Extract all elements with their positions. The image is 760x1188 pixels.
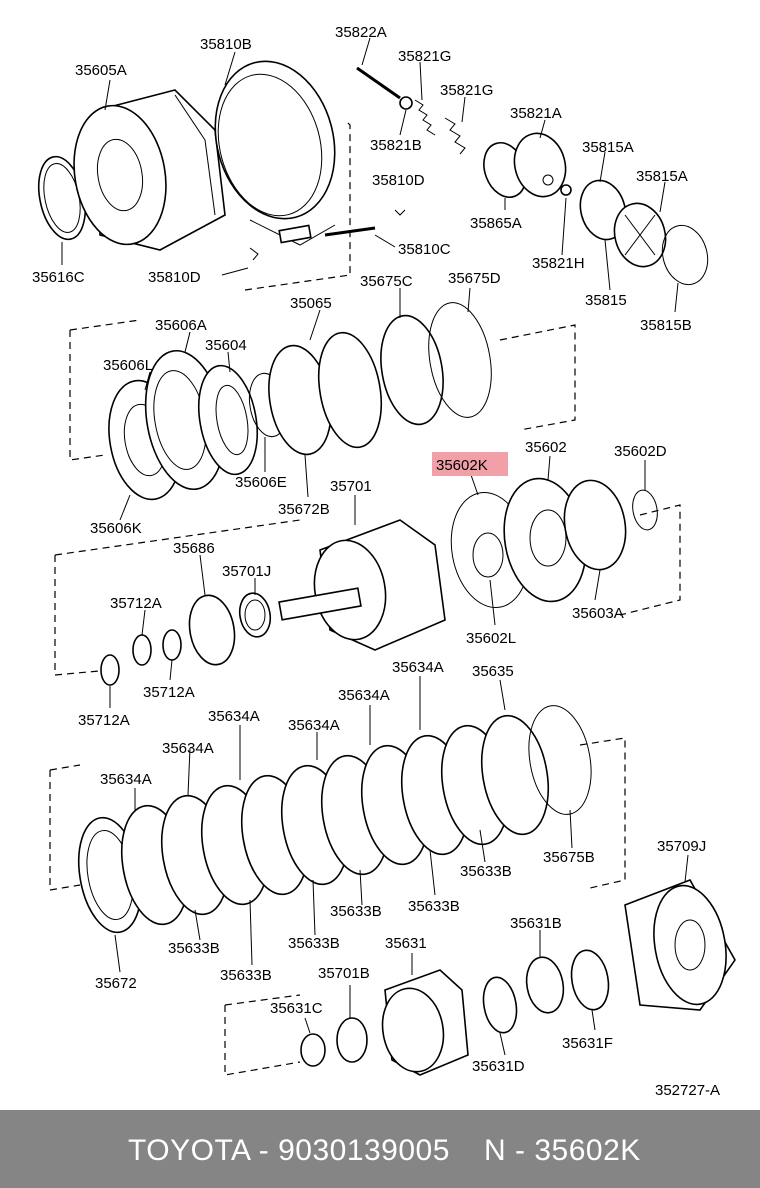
label-35631: 35631 xyxy=(385,935,427,952)
label-35810C: 35810C xyxy=(398,241,451,258)
label-35821G-2: 35821G xyxy=(440,82,493,99)
drum-35602 xyxy=(450,477,658,608)
label-35701J: 35701J xyxy=(222,563,271,580)
label-35633B-1: 35633B xyxy=(460,863,512,880)
label-35672B: 35672B xyxy=(278,501,330,518)
label-35606A: 35606A xyxy=(155,317,207,334)
label-35709J: 35709J xyxy=(657,838,706,855)
label-35686: 35686 xyxy=(173,540,215,557)
label-35712A-1: 35712A xyxy=(110,595,162,612)
label-35821H: 35821H xyxy=(532,255,585,272)
footer-part-code: N - 35602K xyxy=(484,1134,641,1167)
label-35634A-6: 35634A xyxy=(100,771,152,788)
label-35606E: 35606E xyxy=(235,474,287,491)
label-35815A-1: 35815A xyxy=(582,139,634,156)
drum-35605A xyxy=(37,89,226,251)
label-35865A: 35865A xyxy=(470,215,522,232)
label-35821A: 35821A xyxy=(510,105,562,122)
label-35701: 35701 xyxy=(330,478,372,495)
exploded-parts-diagram: 35605A 35810B 35822A 35821G 35821G 35821… xyxy=(32,24,736,1099)
label-35675C: 35675C xyxy=(360,273,413,290)
band-35810B xyxy=(214,60,336,246)
label-35606L: 35606L xyxy=(103,357,153,374)
label-35631F: 35631F xyxy=(562,1035,613,1052)
label-35631C: 35631C xyxy=(270,1000,323,1017)
bottom-parts xyxy=(300,879,736,1076)
label-35810D-2: 35810D xyxy=(148,269,201,286)
reference-number: 352727-A xyxy=(655,1082,720,1099)
label-35633B-5: 35633B xyxy=(168,940,220,957)
label-35634A-1: 35634A xyxy=(392,659,444,676)
label-35606K: 35606K xyxy=(90,520,142,537)
label-35633B-4: 35633B xyxy=(288,935,340,952)
label-35634A-5: 35634A xyxy=(162,740,214,757)
leader-lines xyxy=(61,37,689,1056)
label-35810D-1: 35810D xyxy=(372,172,425,189)
label-35634A-2: 35634A xyxy=(338,687,390,704)
label-35633B-6: 35633B xyxy=(220,967,272,984)
label-35602: 35602 xyxy=(525,439,567,456)
label-35616C: 35616C xyxy=(32,269,85,286)
label-35602L: 35602L xyxy=(466,630,516,647)
clutch-pack xyxy=(77,705,592,934)
part-labels: 35605A 35810B 35822A 35821G 35821G 35821… xyxy=(32,24,720,1099)
footer-part-number: TOYOTA - 9030139005 xyxy=(128,1134,450,1167)
label-35634A-4: 35634A xyxy=(288,717,340,734)
label-35604: 35604 xyxy=(205,337,247,354)
label-35631D: 35631D xyxy=(472,1058,525,1075)
label-35603A: 35603A xyxy=(572,605,624,622)
label-35633B-3: 35633B xyxy=(330,903,382,920)
label-35602K: 35602K xyxy=(436,457,488,474)
label-35675D: 35675D xyxy=(448,270,501,287)
label-35634A-3: 35634A xyxy=(208,708,260,725)
label-35605A: 35605A xyxy=(75,62,127,79)
label-35815A-2: 35815A xyxy=(636,168,688,185)
label-35815B: 35815B xyxy=(640,317,692,334)
clutch-35606A xyxy=(108,302,492,501)
hub-35701 xyxy=(100,519,446,686)
label-35602D: 35602D xyxy=(614,443,667,460)
label-35631B: 35631B xyxy=(510,915,562,932)
label-35065: 35065 xyxy=(290,295,332,312)
label-35810B: 35810B xyxy=(200,36,252,53)
label-35822A: 35822A xyxy=(335,24,387,41)
highlight-35602K xyxy=(432,452,508,476)
label-35633B-2: 35633B xyxy=(408,898,460,915)
label-35821B: 35821B xyxy=(370,137,422,154)
label-35712A-2: 35712A xyxy=(143,684,195,701)
label-35821G-1: 35821G xyxy=(398,48,451,65)
label-35672: 35672 xyxy=(95,975,137,992)
label-35712A-3: 35712A xyxy=(78,712,130,729)
label-35701B: 35701B xyxy=(318,965,370,982)
footer-bar: TOYOTA - 9030139005 N - 35602K xyxy=(0,1110,760,1188)
label-35815: 35815 xyxy=(585,292,627,309)
label-35675B: 35675B xyxy=(543,849,595,866)
label-35635: 35635 xyxy=(472,663,514,680)
servo-parts xyxy=(249,66,709,286)
